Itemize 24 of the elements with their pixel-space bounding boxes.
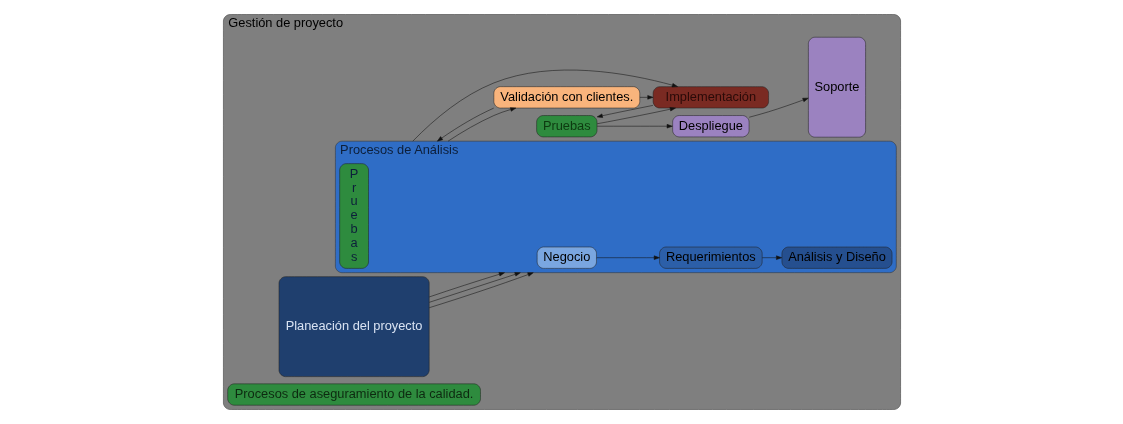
node-box: Análisis y Diseño xyxy=(781,246,892,269)
arrow xyxy=(639,95,653,100)
arrow xyxy=(761,255,782,260)
node-box: Despliegue xyxy=(671,115,749,138)
arrow xyxy=(428,272,521,303)
arrow xyxy=(428,272,505,298)
arrow xyxy=(412,69,678,142)
arrow xyxy=(436,107,494,142)
node-box: Implementación xyxy=(652,86,769,109)
node-box: Negocio xyxy=(536,246,597,269)
arrow xyxy=(447,107,516,142)
arrow xyxy=(596,124,673,129)
arrow xyxy=(748,97,809,118)
node-box: Validación con clientes. xyxy=(493,86,640,109)
node-box: Soporte xyxy=(807,36,866,138)
node-box: Planeación del proyecto xyxy=(278,276,429,377)
arrow xyxy=(595,255,660,260)
node-box: Pruebas xyxy=(338,163,369,269)
arrow xyxy=(596,107,676,124)
arrow xyxy=(596,105,653,118)
node-box: Procesos de aseguramiento de la calidad. xyxy=(226,383,481,406)
arrow xyxy=(428,272,534,308)
node-box: Requerimientos xyxy=(658,246,762,269)
node-box: Pruebas xyxy=(535,115,597,138)
